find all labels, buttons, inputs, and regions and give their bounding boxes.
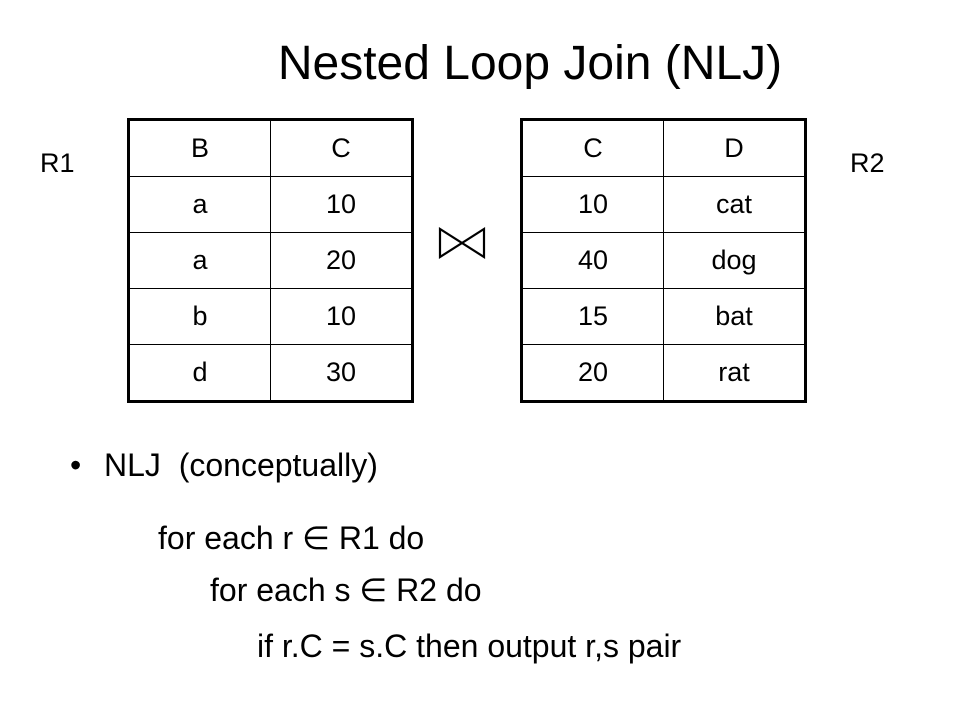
pseudocode-line-condition: if r.C = s.C then output r,s pair [257,628,682,664]
table-row: 40 dog [521,232,806,289]
table-header-row: B C [128,119,413,177]
table-row: 10 cat [521,176,806,233]
column-header: C [521,119,664,177]
table-cell: cat [663,176,806,233]
table-cell: dog [663,232,806,289]
table-row: 15 bat [521,288,806,345]
table-cell: 10 [270,176,413,233]
table-cell: 40 [521,232,664,289]
table-header-row: C D [521,119,806,177]
r2-label: R2 [850,148,885,178]
table-cell: 15 [521,288,664,345]
bullet-text: NLJ (conceptually) [104,447,378,483]
table-cell: a [128,232,271,289]
pseudocode-line-outer-loop: for each r ∈ R1 do [158,520,425,556]
relation-r1-table: B C a 10 a 20 b 10 d 30 [127,118,414,403]
table-cell: 10 [521,176,664,233]
table-cell: rat [663,344,806,402]
table-cell: 20 [270,232,413,289]
table-row: 20 rat [521,344,806,402]
table-cell: d [128,344,271,402]
relation-r2-table: C D 10 cat 40 dog 15 bat 20 rat [520,118,807,403]
table-cell: a [128,176,271,233]
pseudocode-line-inner-loop: for each s ∈ R2 do [210,572,482,608]
table-row: d 30 [128,344,413,402]
bullet-marker: • [70,447,82,483]
table-row: a 20 [128,232,413,289]
table-row: b 10 [128,288,413,345]
column-header: C [270,119,413,177]
table-cell: bat [663,288,806,345]
table-row: a 10 [128,176,413,233]
column-header: D [663,119,806,177]
table-cell: 20 [521,344,664,402]
slide-title: Nested Loop Join (NLJ) [277,37,783,90]
bowtie-join-icon [438,226,486,260]
r1-label: R1 [40,148,75,178]
bullet-item: • NLJ (conceptually) [70,445,378,485]
table-cell: b [128,288,271,345]
column-header: B [128,119,271,177]
table-cell: 30 [270,344,413,402]
table-cell: 10 [270,288,413,345]
